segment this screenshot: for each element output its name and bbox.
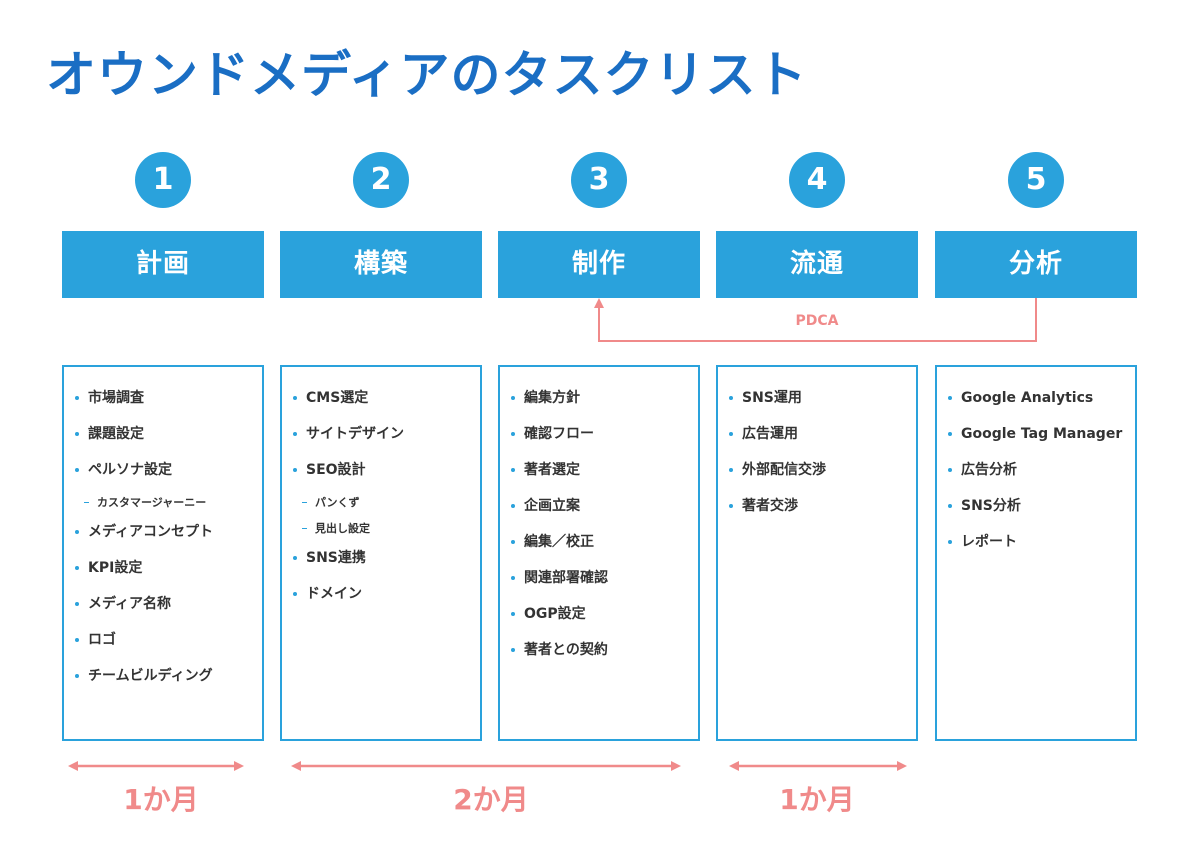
task-item: ペルソナ設定 xyxy=(64,460,262,496)
phase-header: 構築 xyxy=(280,231,482,298)
task-item: 編集方針 xyxy=(500,388,698,424)
task-item: Google Analytics xyxy=(937,388,1135,424)
pdca-label: PDCA xyxy=(795,313,839,329)
task-item: KPI設定 xyxy=(64,558,262,594)
task-item: ドメイン xyxy=(282,584,480,620)
phase-header: 制作 xyxy=(498,231,700,298)
task-item: 広告分析 xyxy=(937,460,1135,496)
step-number-badge: 1 xyxy=(135,152,191,208)
task-item: 著者交渉 xyxy=(718,496,916,532)
step-number-badge: 2 xyxy=(353,152,409,208)
task-item: 著者選定 xyxy=(500,460,698,496)
phase-column-analysis: 5 分析 Google Analytics Google Tag Manager… xyxy=(935,0,1137,842)
task-item: 広告運用 xyxy=(718,424,916,460)
phase-column-plan: 1 計画 市場調査 課題設定 ペルソナ設定 カスタマージャーニー メディアコンセ… xyxy=(62,0,264,842)
task-box: 編集方針 確認フロー 著者選定 企画立案 編集／校正 関連部署確認 OGP設定 … xyxy=(498,365,700,741)
task-box: CMS選定 サイトデザイン SEO設計 パンくず 見出し設定 SNS連携 ドメイ… xyxy=(280,365,482,741)
task-item: 外部配信交渉 xyxy=(718,460,916,496)
page-title: オウンドメディアのタスクリスト xyxy=(46,46,808,104)
task-item: SNS運用 xyxy=(718,388,916,424)
task-item: SNS分析 xyxy=(937,496,1135,532)
task-item: SNS連携 xyxy=(282,548,480,584)
task-item: SEO設計 xyxy=(282,460,480,496)
sub-task-item: パンくず xyxy=(282,493,480,522)
task-item: 関連部署確認 xyxy=(500,568,698,604)
task-list: CMS選定 サイトデザイン SEO設計 パンくず 見出し設定 SNS連携 ドメイ… xyxy=(282,367,480,620)
task-item: Google Tag Manager xyxy=(937,424,1135,460)
phase-column-production: 3 制作 編集方針 確認フロー 著者選定 企画立案 編集／校正 関連部署確認 O… xyxy=(498,0,700,842)
sub-task-item: 見出し設定 xyxy=(282,519,480,548)
task-item: 編集／校正 xyxy=(500,532,698,568)
phase-header: 計画 xyxy=(62,231,264,298)
task-item: OGP設定 xyxy=(500,604,698,640)
task-box: SNS運用 広告運用 外部配信交渉 著者交渉 xyxy=(716,365,918,741)
step-number-badge: 3 xyxy=(571,152,627,208)
task-list: Google Analytics Google Tag Manager 広告分析… xyxy=(937,367,1135,568)
task-box: Google Analytics Google Tag Manager 広告分析… xyxy=(935,365,1137,741)
task-item: 確認フロー xyxy=(500,424,698,460)
task-item: メディア名称 xyxy=(64,594,262,630)
phase-column-distribution: 4 流通 SNS運用 広告運用 外部配信交渉 著者交渉 xyxy=(716,0,918,842)
task-item: メディアコンセプト xyxy=(64,522,262,558)
task-item: 著者との契約 xyxy=(500,640,698,676)
phase-header: 流通 xyxy=(716,231,918,298)
task-item: チームビルディング xyxy=(64,666,262,702)
duration-label: 1か月 xyxy=(779,783,855,816)
task-item: レポート xyxy=(937,532,1135,568)
sub-task-item: カスタマージャーニー xyxy=(64,493,262,522)
task-item: ロゴ xyxy=(64,630,262,666)
step-number-badge: 4 xyxy=(789,152,845,208)
task-list: SNS運用 広告運用 外部配信交渉 著者交渉 xyxy=(718,367,916,532)
step-number-badge: 5 xyxy=(1008,152,1064,208)
task-list: 市場調査 課題設定 ペルソナ設定 カスタマージャーニー メディアコンセプト KP… xyxy=(64,367,262,702)
task-item: 課題設定 xyxy=(64,424,262,460)
duration-label: 2か月 xyxy=(453,783,529,816)
task-item: 企画立案 xyxy=(500,496,698,532)
phase-header: 分析 xyxy=(935,231,1137,298)
phase-column-build: 2 構築 CMS選定 サイトデザイン SEO設計 パンくず 見出し設定 SNS連… xyxy=(280,0,482,842)
task-item: CMS選定 xyxy=(282,388,480,424)
task-item: 市場調査 xyxy=(64,388,262,424)
task-list: 編集方針 確認フロー 著者選定 企画立案 編集／校正 関連部署確認 OGP設定 … xyxy=(500,367,698,676)
task-item: サイトデザイン xyxy=(282,424,480,460)
duration-label: 1か月 xyxy=(123,783,199,816)
task-box: 市場調査 課題設定 ペルソナ設定 カスタマージャーニー メディアコンセプト KP… xyxy=(62,365,264,741)
